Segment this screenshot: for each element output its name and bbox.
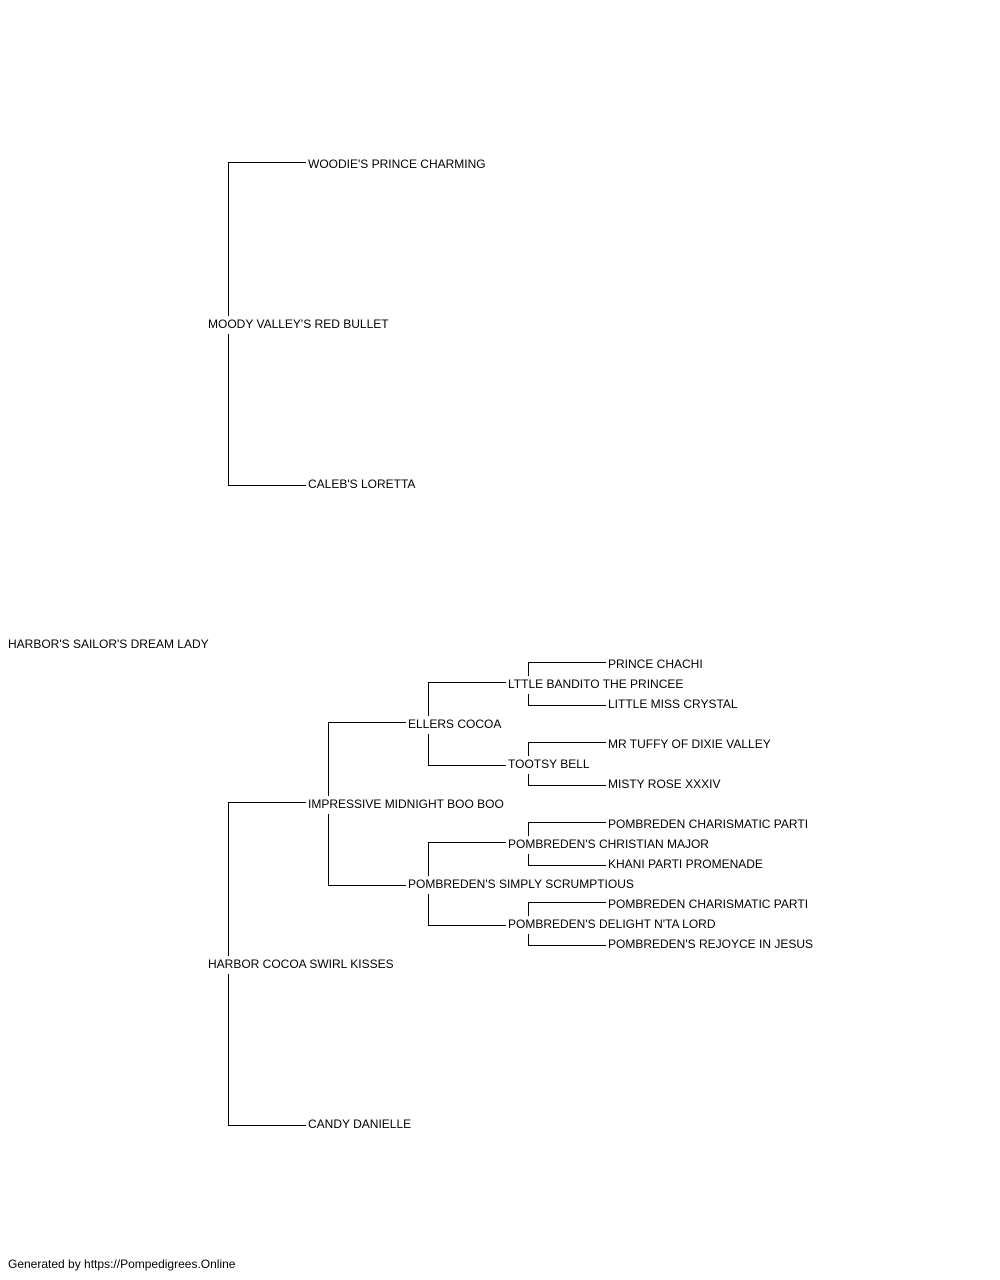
- connector-sire-to-sire-dam: [228, 334, 306, 486]
- connector-christian-to-charismatic-parti: [528, 822, 606, 836]
- connector-scrumptious-to-christian-major: [428, 842, 506, 876]
- dam-sire-sire-dam-sire-name: MR TUFFY OF DIXIE VALLEY: [608, 737, 771, 751]
- dam-sire-sire-dam-dam-name: MISTY ROSE XXXIV: [608, 777, 721, 791]
- dam-sire-sire-sire-sire-name: PRINCE CHACHI: [608, 657, 703, 671]
- dam-sire-name: IMPRESSIVE MIDNIGHT BOO BOO: [308, 797, 504, 811]
- dam-sire-sire-sire-dam-name: LITTLE MISS CRYSTAL: [608, 697, 738, 711]
- dam-sire-dam-sire-dam-name: KHANI PARTI PROMENADE: [608, 857, 763, 871]
- dam-sire-dam-name: POMBREDEN'S SIMPLY SCRUMPTIOUS: [408, 877, 634, 891]
- connector-ellers-to-tootsy: [428, 734, 506, 766]
- connector-boo-boo-to-simply-scrumptious: [328, 814, 406, 886]
- dam-sire-dam-dam-dam-name: POMBREDEN'S REJOYCE IN JESUS: [608, 937, 813, 951]
- connector-ellers-to-bandito: [428, 682, 506, 716]
- sire-name: MOODY VALLEY'S RED BULLET: [208, 317, 389, 331]
- connector-sire-to-sire-sire: [228, 162, 306, 316]
- sire-sire-name: WOODIE'S PRINCE CHARMING: [308, 157, 486, 171]
- dam-dam-name: CANDY DANIELLE: [308, 1117, 412, 1131]
- connector-dam-to-dam-dam: [228, 974, 306, 1126]
- connector-bandito-to-little-miss-crystal: [528, 694, 606, 706]
- dam-sire-dam-dam-name: POMBREDEN'S DELIGHT N'TA LORD: [508, 917, 716, 931]
- dam-name: HARBOR COCOA SWIRL KISSES: [208, 957, 394, 971]
- connector-delight-to-rejoyce: [528, 934, 606, 946]
- dam-sire-dam-sire-name: POMBREDEN'S CHRISTIAN MAJOR: [508, 837, 709, 851]
- generator-credit: Generated by https://Pompedigrees.Online: [8, 1257, 236, 1271]
- connector-tootsy-to-mr-tuffy: [528, 742, 606, 756]
- connector-dam-to-dam-sire: [228, 802, 306, 956]
- connector-tootsy-to-misty-rose: [528, 774, 606, 786]
- connector-boo-boo-to-ellers-cocoa: [328, 722, 406, 796]
- dam-sire-sire-sire-name: LTTLE BANDITO THE PRINCEE: [508, 677, 684, 691]
- dam-sire-dam-sire-sire-name: POMBREDEN CHARISMATIC PARTI: [608, 817, 809, 831]
- connector-bandito-to-prince-chachi: [528, 662, 606, 676]
- dam-sire-sire-dam-name: TOOTSY BELL: [508, 757, 590, 771]
- dam-sire-dam-dam-sire-name: POMBREDEN CHARISMATIC PARTI: [608, 897, 809, 911]
- dam-sire-sire-name: ELLERS COCOA: [408, 717, 502, 731]
- sire-dam-name: CALEB'S LORETTA: [308, 477, 416, 491]
- connector-christian-to-khani-parti: [528, 854, 606, 866]
- connector-delight-to-charismatic-parti: [528, 902, 606, 916]
- subject-name: HARBOR'S SAILOR'S DREAM LADY: [8, 637, 209, 651]
- connector-scrumptious-to-delight: [428, 894, 506, 926]
